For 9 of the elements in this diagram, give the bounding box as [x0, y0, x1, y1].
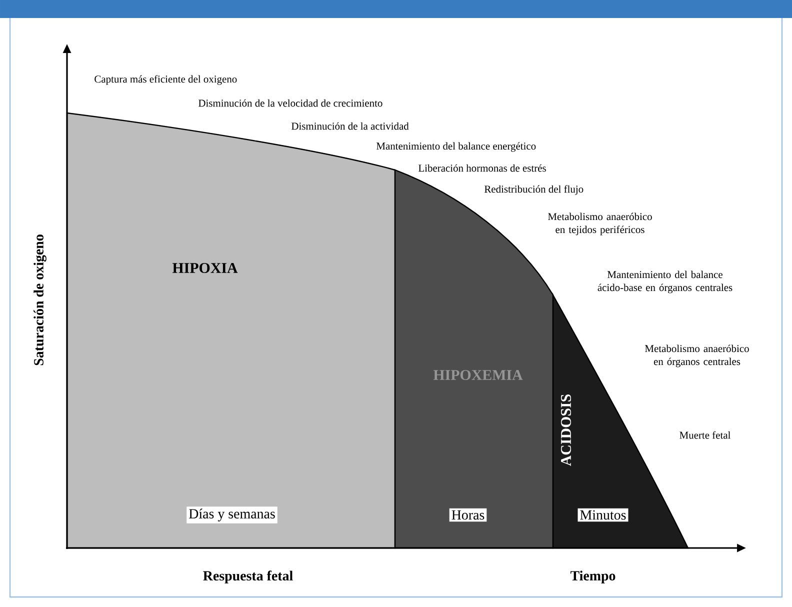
response-label: Liberación hormonas de estrés — [418, 164, 546, 172]
response-label: Mantenimiento del balance ácido-base en órganos centrales — [598, 270, 732, 294]
duration-label: Días y semanas — [186, 506, 278, 524]
response-label: Captura más eficiente del oxigeno — [94, 75, 237, 85]
axis-title: Saturación de oxigeno — [34, 234, 46, 366]
duration-label: Horas — [449, 508, 487, 522]
duration-label: Minutos — [578, 508, 628, 522]
axis-title: Respuesta fetal — [203, 570, 293, 584]
axis-title: Tiempo — [570, 570, 616, 584]
